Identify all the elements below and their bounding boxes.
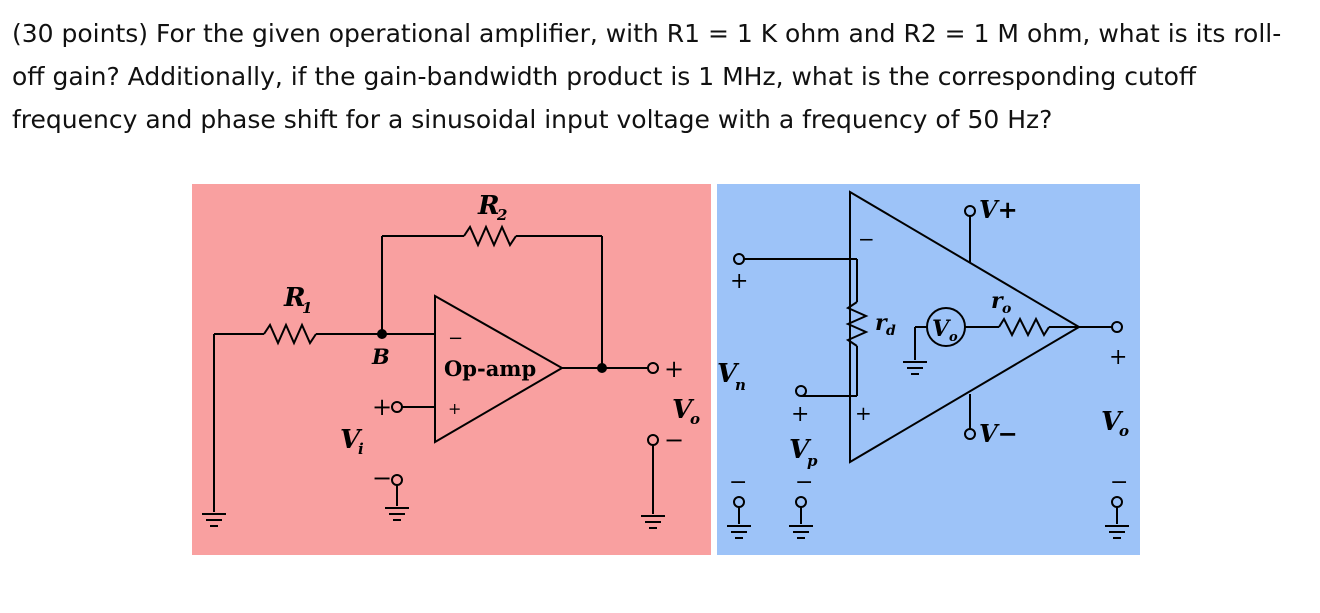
- dependent-source-ground-icon: [903, 327, 927, 375]
- vi-plus-sign: +: [372, 393, 392, 421]
- vn-subscript: n: [735, 376, 746, 394]
- question-text: (30 points) For the given operational am…: [12, 19, 1282, 134]
- vp-label: V: [789, 435, 812, 465]
- opamp-model-diagram: − + + V n r d + V p − − V o r: [717, 184, 1140, 555]
- opamp-minus-sign: −: [448, 328, 463, 349]
- vn-minus-sign: −: [729, 470, 747, 495]
- node-b-label: B: [371, 344, 390, 369]
- r2-label: R: [477, 191, 500, 221]
- model-output-ground-icon: [1105, 507, 1129, 539]
- vi-ground-icon: [385, 485, 409, 521]
- model-vo-subscript: o: [1119, 422, 1129, 440]
- vn-plus-sign: +: [730, 269, 748, 294]
- opamp-model-svg: − + + V n r d + V p − − V o r: [717, 184, 1140, 555]
- vo-minus-sign: −: [664, 426, 684, 454]
- rd-resistor-icon: [845, 301, 869, 347]
- model-vo-plus-sign: +: [1109, 345, 1127, 370]
- opamp-label: Op-amp: [444, 356, 536, 381]
- vo-subscript: o: [690, 410, 700, 428]
- vminus-label: V−: [979, 419, 1018, 448]
- model-vo-label: V: [1101, 407, 1124, 437]
- vn-ground-icon: [727, 507, 751, 539]
- vn-label: V: [717, 359, 740, 389]
- vo-label: V: [672, 395, 695, 425]
- vp-plus-terminal: [795, 385, 807, 397]
- vi-subscript: i: [358, 440, 364, 458]
- r1-subscript: 1: [302, 299, 312, 317]
- vp-ground-icon: [789, 507, 813, 539]
- opamp-plus-sign: +: [448, 399, 461, 418]
- vp-plus-sign: +: [791, 402, 809, 427]
- model-vo-minus-sign: −: [1110, 470, 1128, 495]
- vo-plus-sign: +: [664, 355, 684, 383]
- vi-minus-sign: −: [372, 464, 392, 492]
- source-subscript: o: [949, 330, 958, 345]
- inverting-amplifier-diagram: R 1 B R 2 − + Op-amp + V o − + V i −: [192, 184, 711, 555]
- vplus-terminal: [964, 205, 976, 217]
- rd-label: r: [875, 310, 888, 336]
- left-panel-background: [192, 184, 711, 555]
- vp-minus-sign: −: [795, 470, 813, 495]
- ro-resistor-icon: [998, 316, 1050, 338]
- rd-subscript: d: [886, 323, 896, 339]
- model-plus-sign: +: [855, 401, 872, 425]
- vp-subscript: p: [807, 452, 818, 470]
- right-panel-background: [717, 184, 1140, 555]
- output-ground-icon: [641, 445, 665, 529]
- vi-label: V: [340, 425, 363, 455]
- vo-plus-terminal: [647, 362, 659, 374]
- r2-subscript: 2: [496, 206, 507, 224]
- source-label: V: [932, 316, 951, 342]
- model-triangle-icon: [849, 190, 1081, 464]
- model-minus-sign: −: [858, 227, 875, 251]
- model-vo-plus-terminal: [1111, 321, 1123, 333]
- r1-resistor-icon: [263, 322, 317, 346]
- opamp-triangle-icon: [434, 294, 565, 444]
- r1-label: R: [283, 283, 306, 313]
- left-ground-icon: [202, 334, 226, 527]
- vi-plus-terminal: [391, 401, 403, 413]
- vminus-terminal: [964, 428, 976, 440]
- ro-subscript: o: [1002, 301, 1011, 317]
- inverting-amplifier-svg: R 1 B R 2 − + Op-amp + V o − + V i −: [192, 184, 711, 555]
- ro-label: r: [991, 288, 1004, 314]
- vplus-label: V+: [979, 195, 1018, 224]
- r2-resistor-icon: [463, 224, 517, 248]
- output-node-dot: [597, 363, 607, 373]
